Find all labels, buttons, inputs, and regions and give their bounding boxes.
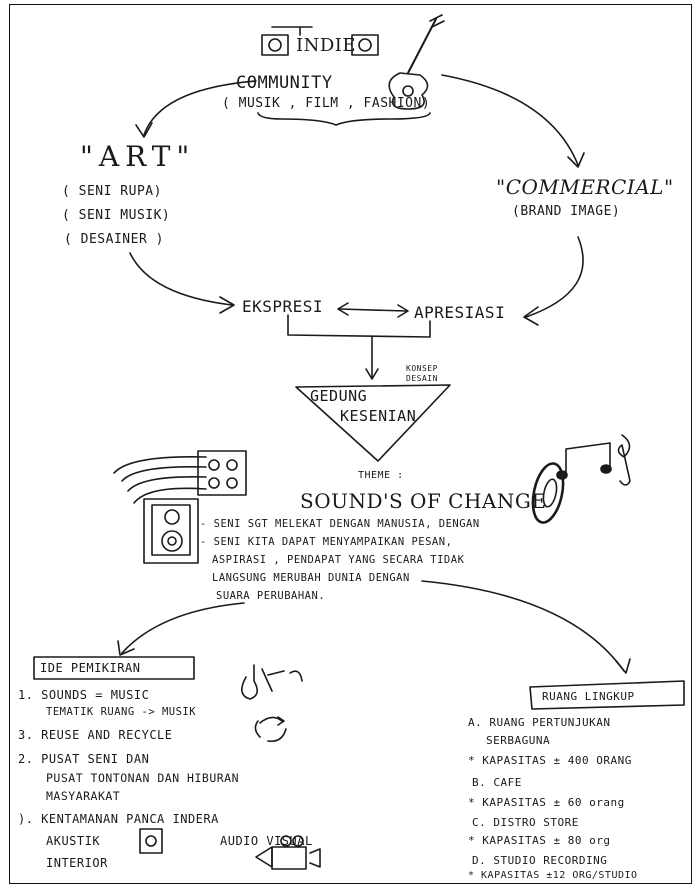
ruang-item: A. RUANG PERTUNJUKAN <box>468 716 611 729</box>
art-item: ( DESAINER ) <box>64 232 164 247</box>
ruang-item: B. CAFE <box>472 776 522 789</box>
gedung-triangle <box>295 384 451 462</box>
art-item: ( SENI MUSIK) <box>62 208 171 223</box>
recycle-icon <box>254 716 287 743</box>
arrow-to-ruang <box>421 580 625 672</box>
gedung-label: GEDUNG <box>310 387 368 405</box>
arrow-commercial-to-apresiasi <box>525 236 584 318</box>
community-label: COMMUNITY <box>236 73 333 93</box>
ruang-title-box <box>529 680 685 710</box>
ide-item: 1. SOUNDS = MUSIC <box>18 688 150 702</box>
arrowhead <box>365 368 379 380</box>
theme-line: ASPIRASI , PENDAPAT YANG SECARA TIDAK <box>212 554 465 566</box>
ide-item: 3. REUSE AND RECYCLE <box>18 728 173 742</box>
music-note-icon <box>556 434 631 486</box>
arrowhead <box>397 304 409 318</box>
ide-item: MASYARAKAT <box>46 789 121 803</box>
ide-item: INTERIOR <box>46 856 108 870</box>
ruang-item: SERBAGUNA <box>486 734 551 747</box>
ide-item: AKUSTIK <box>46 834 101 848</box>
join-bracket <box>287 314 431 338</box>
music-note-icon <box>241 664 303 700</box>
double-arrow <box>339 308 407 312</box>
arrow-to-commercial <box>441 74 579 166</box>
arrowhead <box>615 658 631 674</box>
ruang-title: RUANG LINGKUP <box>542 690 635 703</box>
ink-drawing <box>33 14 685 870</box>
ekspresi-label: EKSPRESI <box>242 297 324 316</box>
ruang-item: * KAPASITAS ± 80 org <box>468 834 611 847</box>
kesenian-label: KESENIAN <box>340 407 417 425</box>
speaker-icon <box>139 828 163 854</box>
ruang-item: D. STUDIO RECORDING <box>472 854 608 867</box>
ruang-item: * KAPASITAS ± 400 ORANG <box>468 754 632 767</box>
ide-item: TEMATIK RUANG -> MUSIK <box>46 706 197 718</box>
theme-line: - SENI KITA DAPAT MENYAMPAIKAN PESAN, <box>200 536 453 548</box>
ruang-item: * KAPASITAS ± 60 orang <box>468 796 625 809</box>
theme-line: - SENI SGT MELEKAT DENGAN MANUSIA, DENGA… <box>200 518 480 530</box>
ide-item: AUDIO VISUAL <box>220 834 313 848</box>
commercial-title: "COMMERCIAL" <box>496 175 674 199</box>
arrow-to-art <box>143 80 257 136</box>
ruang-item: * KAPASITAS ±12 ORG/STUDIO <box>468 870 638 881</box>
ide-title: IDE PEMIKIRAN <box>40 661 141 675</box>
indie-label: INDIE <box>296 35 357 56</box>
arrow-art-to-ekspresi <box>129 252 233 306</box>
guitar-icon <box>388 14 445 110</box>
theme-line: LANGSUNG MERUBAH DUNIA DENGAN <box>212 572 410 584</box>
community-categories: ( MUSIK , FILM , FASHION) <box>222 96 431 111</box>
art-title: "ART" <box>80 140 196 173</box>
sketch-sheet: INDIE COMMUNITY ( MUSIK , FILM , FASHION… <box>9 4 692 884</box>
vinyl-record-icon <box>531 462 565 524</box>
desain-label: DESAIN <box>406 374 438 383</box>
arrowhead <box>523 306 539 326</box>
ide-item: ). KENTAMANAN PANCA INDERA <box>18 812 219 826</box>
arrowhead <box>219 296 235 314</box>
arrowhead <box>567 152 585 168</box>
category-braces <box>257 112 431 126</box>
arrowhead <box>135 122 153 138</box>
theme-line: SUARA PERUBAHAN. <box>216 590 326 602</box>
konsep-label: KONSEP <box>406 364 438 373</box>
theme-label: THEME : <box>358 470 404 481</box>
speaker-icon <box>261 26 379 56</box>
arrowhead <box>117 640 135 656</box>
ruang-item: C. DISTRO STORE <box>472 816 579 829</box>
commercial-subtitle: (BRAND IMAGE) <box>512 204 621 219</box>
speaker-stack-icon <box>113 450 247 564</box>
arrowhead <box>337 302 349 316</box>
arrow-to-ide <box>121 602 245 654</box>
ide-item: PUSAT TONTONAN DAN HIBURAN <box>46 771 240 785</box>
apresiasi-label: APRESIASI <box>414 303 506 322</box>
art-item: ( SENI RUPA) <box>62 184 162 199</box>
ide-title-box <box>33 656 195 680</box>
theme-title: SOUND'S OF CHANGE <box>300 489 547 513</box>
movie-camera-icon <box>255 835 321 870</box>
ide-item: 2. PUSAT SENI DAN <box>18 752 150 766</box>
